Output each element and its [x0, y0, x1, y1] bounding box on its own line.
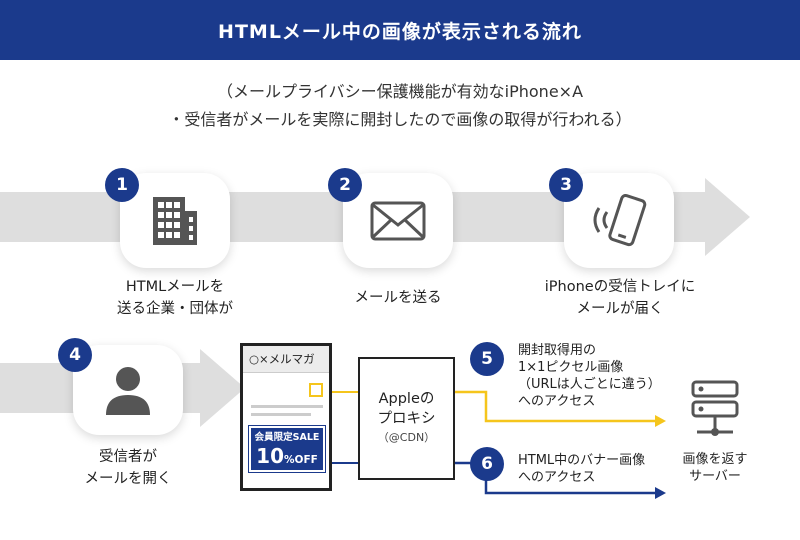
phone-icon [593, 193, 647, 246]
step-6-label: HTML中のバナー画像 へのアクセス [518, 452, 678, 486]
step-1-badge: 1 [105, 168, 139, 202]
sale-banner: 会員限定SALE 10%OFF [248, 425, 326, 473]
step-6-label-line-1: HTML中のバナー画像 [518, 453, 646, 468]
server-icon [691, 380, 739, 436]
email-mockup: ○×メルマガ 会員限定SALE 10%OFF [240, 343, 332, 491]
envelope-icon [370, 201, 426, 240]
tracking-pixel-box [309, 383, 323, 397]
step-3-badge: 3 [549, 168, 583, 202]
subtitle-line-2: ・受信者がメールを実際に開封したので画像の取得が行われる） [168, 110, 632, 129]
step-5-label-line-4: へのアクセス [518, 394, 596, 409]
step-1-label-line-1: HTMLメールを [125, 279, 225, 295]
email-text-line [251, 413, 311, 416]
proxy-line-1: Appleの [378, 391, 435, 407]
banner-line-1: 会員限定SALE [254, 432, 320, 443]
pixel-request-arrow [455, 390, 655, 423]
server-label: 画像を返す サーバー [665, 451, 765, 485]
step-5-label-line-2: 1×1ピクセル画像 [518, 360, 624, 375]
proxy-line-3: （@CDN） [377, 431, 436, 444]
step-2-badge: 2 [328, 168, 362, 202]
title-bar: HTMLメール中の画像が表示される流れ [0, 0, 800, 60]
step-5-label-line-3: （URLは人ごとに違う） [518, 377, 661, 392]
banner-discount-unit: %OFF [284, 454, 318, 466]
banner-request-arrowhead [655, 487, 666, 499]
proxy-line-2: プロキシ [377, 411, 436, 427]
subtitle-line-1: （メールプライバシー保護機能が有効なiPhone×A [216, 82, 584, 101]
step-1-label-line-2: 送る企業・団体が [117, 301, 233, 317]
step-3-label-line-2: メールが届く [576, 301, 664, 317]
step-4-badge: 4 [58, 338, 92, 372]
step-4-label: 受信者が メールを開く [48, 446, 208, 490]
step-2-label-line-1: メールを送る [354, 290, 442, 306]
step-3-label-line-1: iPhoneの受信トレイに [544, 279, 696, 295]
banner-discount: 10%OFF [251, 445, 323, 471]
step-2-label: メールを送る [300, 287, 496, 309]
step-6-badge: 6 [470, 447, 504, 481]
server-label-line-2: サーバー [689, 469, 741, 484]
email-text-line [251, 405, 323, 408]
email-subject: ○×メルマガ [243, 346, 329, 373]
step-5-label: 開封取得用の 1×1ピクセル画像 （URLは人ごとに違う） へのアクセス [518, 342, 693, 410]
pixel-request-arrowhead [655, 415, 666, 427]
step-4-label-line-2: メールを開く [84, 471, 172, 487]
step-6-label-line-2: へのアクセス [518, 470, 596, 485]
banner-discount-number: 10 [256, 444, 285, 468]
step-3-label: iPhoneの受信トレイに メールが届く [510, 276, 730, 320]
step-4-card [73, 345, 183, 435]
person-icon [106, 367, 150, 415]
step-4-label-line-1: 受信者が [99, 449, 157, 465]
subtitle: （メールプライバシー保護機能が有効なiPhone×A ・受信者がメールを実際に開… [0, 78, 800, 134]
server-label-line-1: 画像を返す [682, 452, 748, 467]
building-icon [153, 196, 197, 245]
step-5-badge: 5 [470, 342, 504, 376]
step-1-label: HTMLメールを 送る企業・団体が [80, 276, 270, 320]
step-5-label-line-1: 開封取得用の [518, 343, 597, 358]
apple-proxy-box: Appleの プロキシ （@CDN） [358, 357, 455, 480]
page-title: HTMLメール中の画像が表示される流れ [218, 20, 582, 43]
